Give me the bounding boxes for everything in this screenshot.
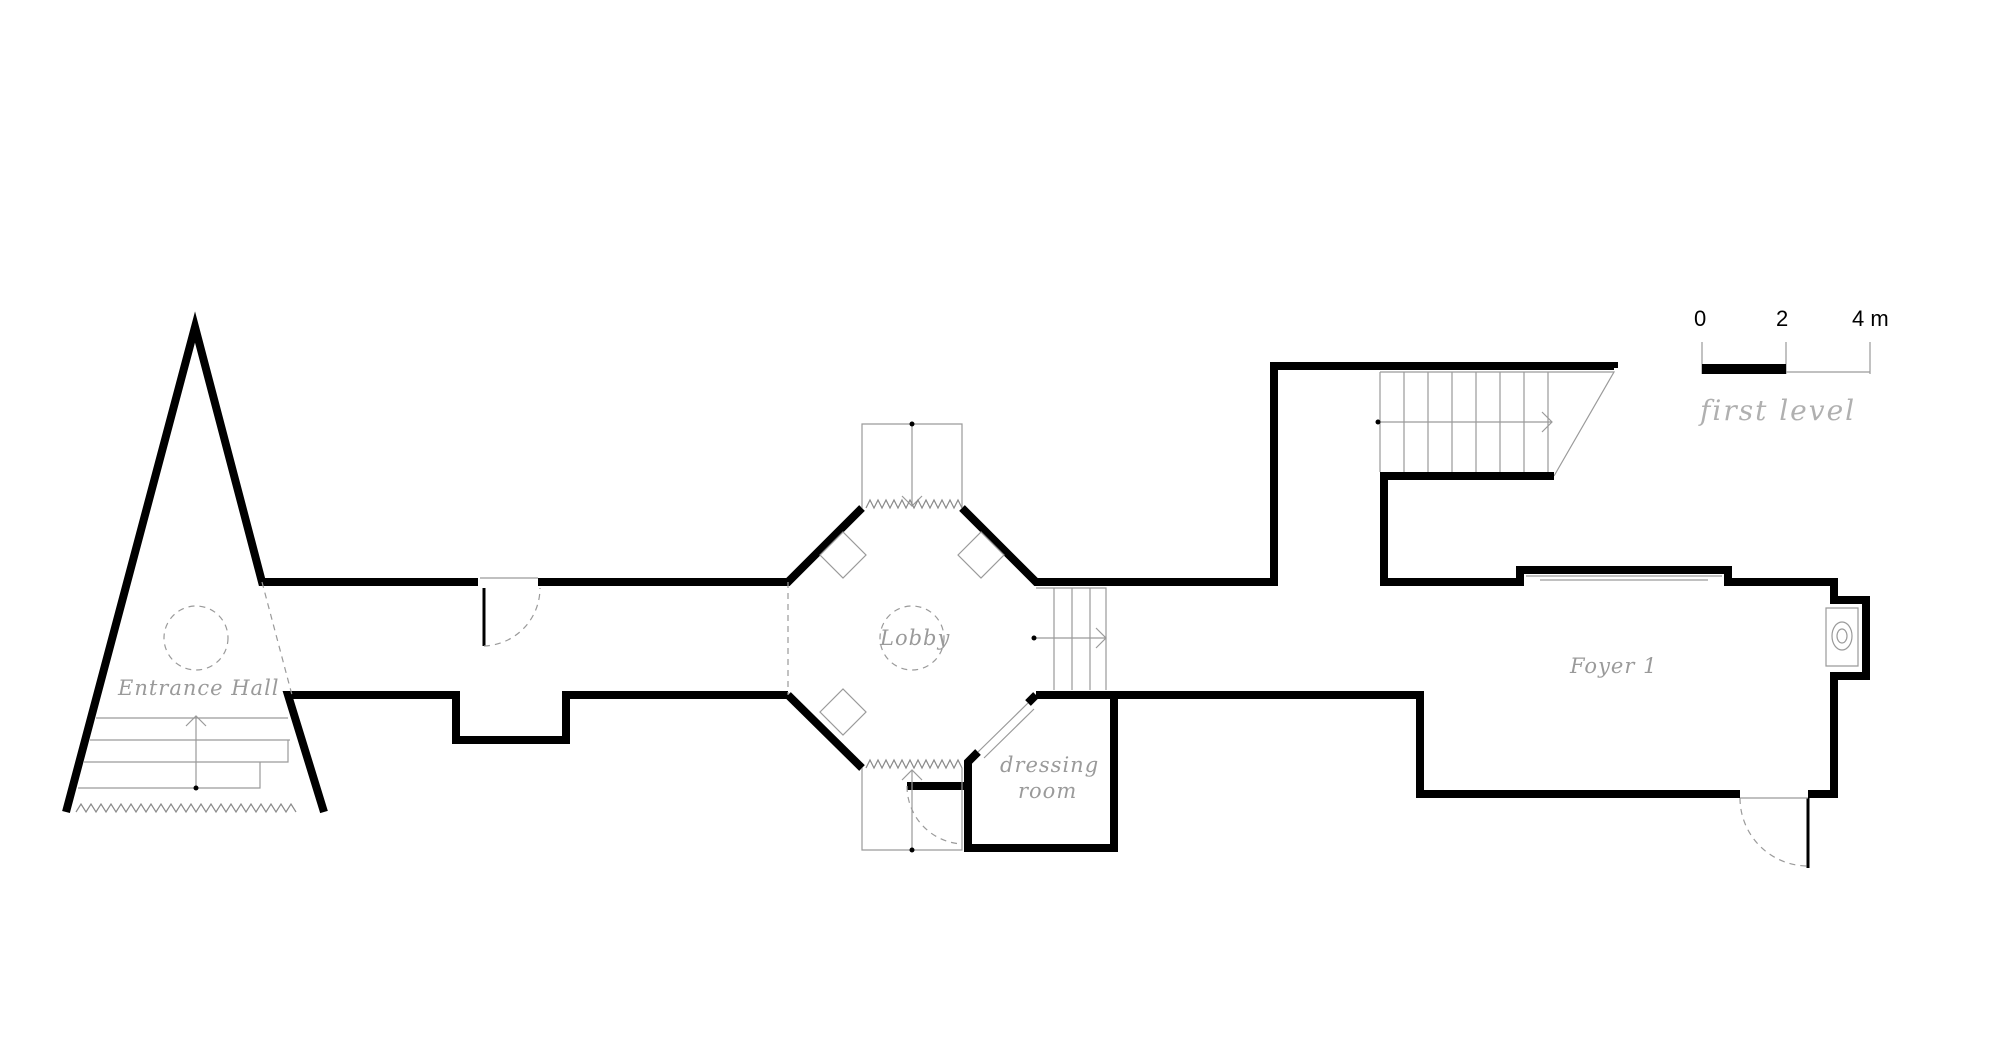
entrance-hall-wall (62, 311, 788, 814)
lobby-square-nw (819, 531, 867, 579)
dressing-label-line2: room (1018, 779, 1077, 803)
room-labels: Entrance Hall Lobby Foyer 1 dressing roo… (117, 626, 1657, 803)
corridor-door-swing (483, 587, 541, 647)
upper-stair-dot (1375, 419, 1381, 425)
lobby-square-ne (957, 531, 1005, 579)
lobby-south-dot (909, 847, 915, 853)
entrance-opening-dash (261, 581, 293, 696)
foyer-door-swing (1739, 797, 1809, 867)
east-lobby-dot (1031, 635, 1037, 641)
scale-bar-lines (1701, 342, 1871, 374)
scale-tick-2: 2 (1776, 306, 1788, 331)
lobby-square-sw (819, 688, 867, 736)
foyer-east-wall (1380, 472, 1870, 798)
foyer-window (1526, 575, 1722, 581)
foyer-label: Foyer 1 (1569, 654, 1657, 678)
fireplace-inner (1836, 628, 1848, 644)
scale-bar-solid (1702, 364, 1786, 374)
east-lobby-arrow (1034, 627, 1107, 649)
fireplace-niche (1825, 607, 1859, 667)
lobby-south-zigzag (865, 758, 963, 770)
lobby-north-zigzag (865, 498, 963, 510)
east-lobby-stair (1036, 587, 1107, 690)
foyer-south-wall (1110, 691, 1740, 798)
lobby-north-dot (909, 421, 915, 427)
lobby-sw-wall (785, 692, 865, 771)
lobby-south-door-swing (906, 785, 963, 845)
scale-tick-0: 0 (1694, 306, 1706, 331)
scale-tick-4: 4 m (1852, 306, 1889, 331)
lobby-label: Lobby (879, 626, 950, 650)
dressing-door-frame (977, 702, 1035, 759)
scale-bar: 0 2 4 m first level (1694, 306, 1889, 427)
entrance-stair-dot (193, 785, 199, 791)
level-label: first level (1698, 394, 1856, 427)
walls (62, 311, 1870, 852)
entrance-hall-circle (163, 605, 229, 671)
stair-landing-wall (1610, 362, 1618, 370)
lobby-se-wall (964, 692, 1039, 782)
upper-stair-sides (1380, 371, 1616, 477)
lobby-north-arrow (901, 424, 923, 507)
upper-stair-arrow (1378, 411, 1553, 433)
lobby-circle (879, 605, 945, 671)
dressing-label: dressing (1000, 753, 1099, 777)
entrance-zigzag (75, 802, 297, 814)
entrance-steps (78, 717, 290, 789)
annotations (75, 371, 1859, 868)
corridor-north-wall (538, 505, 865, 586)
fireplace-icon (1831, 621, 1853, 651)
entrance-stair-arrow (185, 715, 207, 788)
dressing-room-wall (964, 691, 1118, 852)
entrance-hall-label: Entrance Hall (117, 676, 280, 700)
stair-landing (1380, 472, 1554, 582)
